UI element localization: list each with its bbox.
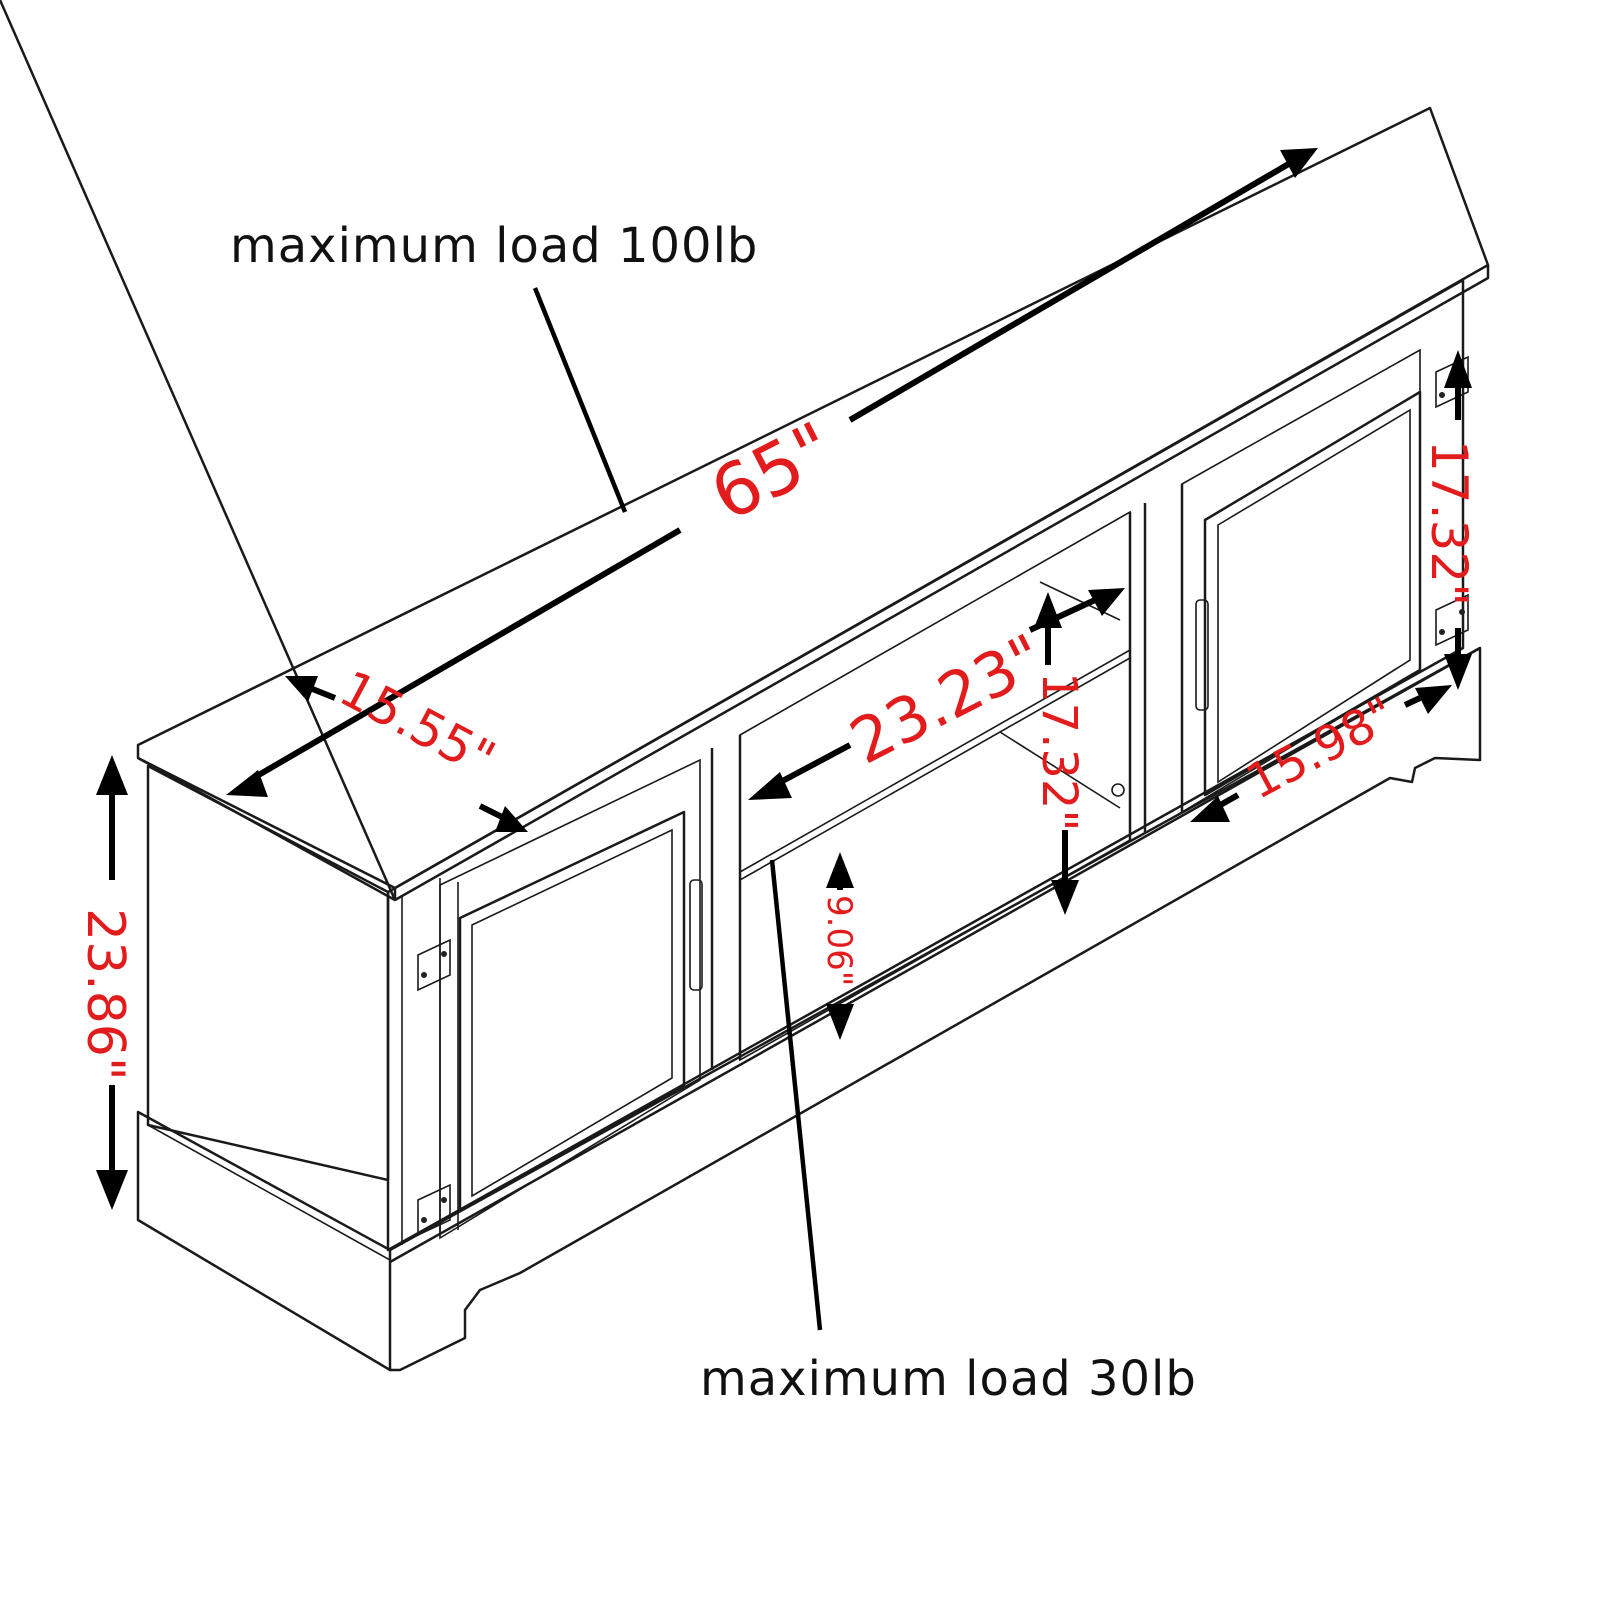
cabinet-width-label: 15.98" — [1237, 686, 1404, 810]
top-load-label: maximum load 100lb — [230, 218, 758, 274]
cabinet-height-label: 17.32" — [1420, 440, 1478, 606]
shelf-load-label: maximum load 30lb — [700, 1351, 1197, 1407]
left-door-panel — [458, 810, 686, 1212]
shelf-load-leader — [769, 859, 823, 1331]
left-side-panel — [146, 764, 390, 1182]
front-base — [389, 646, 1482, 1372]
right-door-handle — [1195, 599, 1209, 711]
left-door-handle — [689, 879, 703, 991]
top-load-leader — [532, 287, 628, 513]
cabinet-width-arrow-right — [1403, 695, 1422, 708]
right-hinge-bottom — [1435, 593, 1469, 647]
dimension-arrows — [96, 148, 1472, 1331]
length-arrow-right — [848, 159, 1294, 423]
left-door-frame — [439, 758, 701, 1240]
left-hinge-bottom — [417, 1183, 451, 1237]
tv-stand-drawing — [0, 0, 1490, 1372]
length-arrow-left — [248, 527, 682, 783]
lower-opening-label: 9.06" — [819, 895, 859, 986]
opening-height-label: 17.32" — [1031, 672, 1087, 832]
right-door-panel — [1203, 390, 1422, 797]
shelf-width-arrow-left — [773, 742, 852, 788]
left-hinge-top — [417, 938, 451, 992]
depth-label: 15.55" — [330, 659, 504, 788]
front-panel — [386, 278, 1465, 1252]
height-label: 23.86" — [75, 908, 135, 1081]
length-label: 65" — [698, 406, 847, 537]
